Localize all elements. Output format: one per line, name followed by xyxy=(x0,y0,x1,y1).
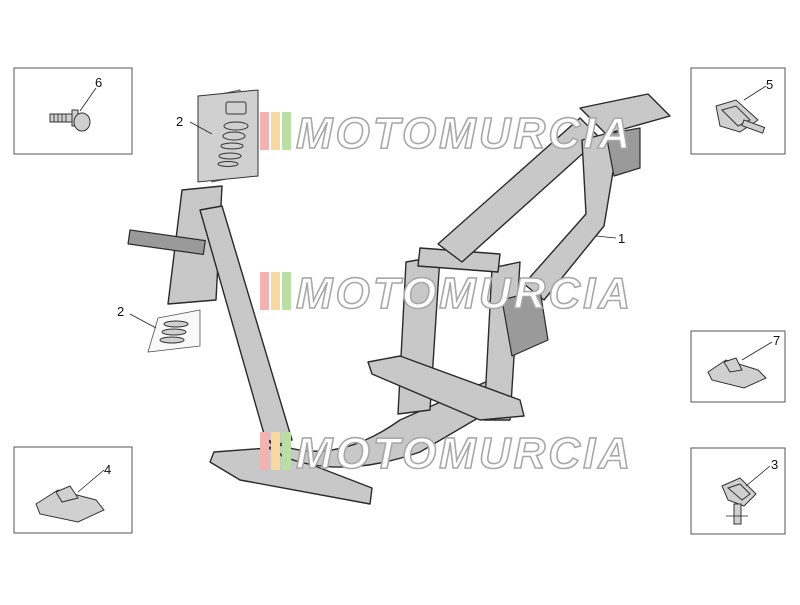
watermark-text: MOTOMURCIA xyxy=(296,109,633,158)
callout-7: 7 xyxy=(773,333,780,348)
watermark-stripe xyxy=(260,272,269,310)
upper-bearing-kit xyxy=(197,89,259,183)
clip-part-4 xyxy=(35,485,105,523)
bolt-part xyxy=(49,109,91,132)
watermark-stripe xyxy=(282,112,291,150)
watermark-text: MOTOMURCIA xyxy=(296,269,633,318)
watermark-stripe xyxy=(271,272,280,310)
clip-part-5 xyxy=(715,99,766,134)
watermark-text: MOTOMURCIA xyxy=(296,429,633,478)
callout-2-lower: 2 xyxy=(117,304,124,319)
watermark-stripe xyxy=(260,432,269,470)
inset-box-4: 4 xyxy=(13,446,133,534)
lower-bearing-kit xyxy=(147,309,201,353)
inset-box-7: 7 xyxy=(690,330,786,403)
watermark-top: MOTOMURCIA xyxy=(260,108,633,159)
callout-5: 5 xyxy=(766,77,773,92)
watermark-stripe xyxy=(282,432,291,470)
inset-box-5: 5 xyxy=(690,67,786,155)
callout-3: 3 xyxy=(771,457,778,472)
callout-2-upper: 2 xyxy=(176,114,183,129)
watermark-stripe xyxy=(271,432,280,470)
watermark-stripe xyxy=(260,112,269,150)
watermark-middle: MOTOMURCIA xyxy=(260,268,633,319)
inset-box-3: 3 xyxy=(690,447,786,535)
clip-part-3 xyxy=(721,477,757,525)
callout-6: 6 xyxy=(95,75,102,90)
clip-part-7 xyxy=(707,357,767,389)
watermark-bottom: MOTOMURCIA xyxy=(260,428,633,479)
watermark-stripe xyxy=(271,112,280,150)
callout-4: 4 xyxy=(104,462,111,477)
callout-1: 1 xyxy=(618,231,625,246)
main-frame-part xyxy=(127,93,671,505)
watermark-stripe xyxy=(282,272,291,310)
inset-box-6: 6 xyxy=(13,67,133,155)
